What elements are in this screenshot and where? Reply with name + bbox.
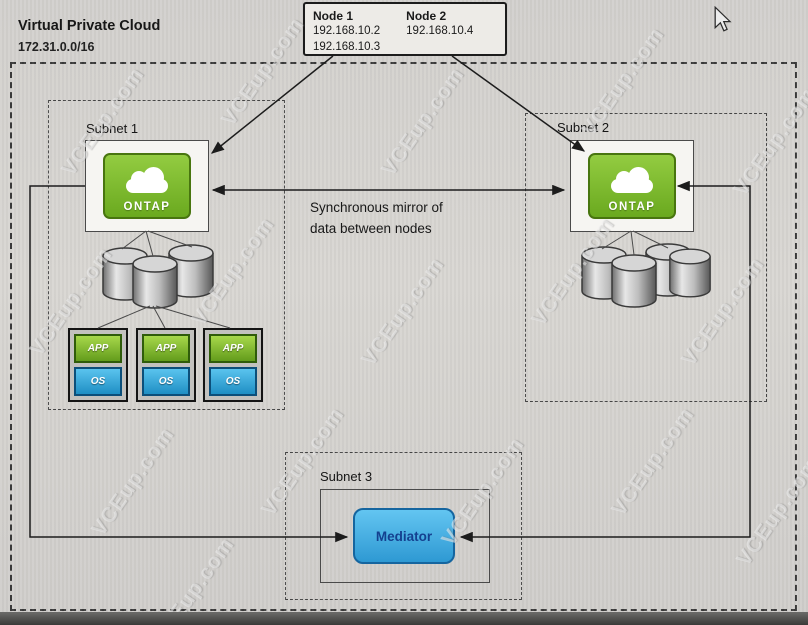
mediator-box: Mediator bbox=[353, 508, 455, 564]
ontap-node1: ONTAP bbox=[85, 140, 209, 232]
node1-ip-2: 192.168.10.3 bbox=[313, 40, 381, 53]
ontap-node2: ONTAP bbox=[570, 140, 694, 232]
subnet1-label: Subnet 1 bbox=[86, 121, 139, 136]
ontap2-label: ONTAP bbox=[608, 201, 656, 213]
node2-label: Node 2 bbox=[406, 9, 447, 23]
subnet2-label: Subnet 2 bbox=[557, 120, 610, 135]
os-chip: OS bbox=[74, 367, 122, 396]
ontap1-chip: ONTAP bbox=[103, 153, 191, 219]
sync-line-1: Synchronous mirror of bbox=[310, 200, 443, 215]
disk-icon bbox=[611, 254, 657, 308]
app-chip: APP bbox=[74, 334, 122, 363]
mouse-cursor-icon bbox=[714, 6, 732, 32]
ontap1-label: ONTAP bbox=[123, 201, 171, 213]
sync-line-2: data between nodes bbox=[310, 220, 432, 236]
node2-column: Node 2 192.168.10.4 bbox=[406, 8, 473, 50]
subnet3-label: Subnet 3 bbox=[320, 469, 373, 484]
app-os-stack: APP OS bbox=[136, 328, 196, 402]
app-os-stack: APP OS bbox=[203, 328, 263, 402]
cloud-icon bbox=[611, 167, 653, 193]
vpc-cidr: 172.31.0.0/16 bbox=[18, 40, 95, 54]
node1-ip-1: 192.168.10.2 bbox=[313, 25, 381, 38]
app-chip: APP bbox=[142, 334, 190, 363]
vpc-boundary bbox=[10, 62, 797, 611]
cloud-icon bbox=[126, 167, 168, 193]
photo-bottom-edge bbox=[0, 612, 808, 625]
os-chip: OS bbox=[142, 367, 190, 396]
ontap2-chip: ONTAP bbox=[588, 153, 676, 219]
node-info-box: Node 1 192.168.10.2 192.168.10.3 Node 2 … bbox=[303, 2, 507, 56]
app-os-stack: APP OS bbox=[68, 328, 128, 402]
app-chip: APP bbox=[209, 334, 257, 363]
sync-mirror-caption: Synchronous mirror of data between nodes bbox=[310, 198, 443, 240]
node2-ip-1: 192.168.10.4 bbox=[406, 25, 474, 38]
node1-label: Node 1 bbox=[313, 9, 354, 23]
os-chip: OS bbox=[209, 367, 257, 396]
node1-column: Node 1 192.168.10.2 192.168.10.3 bbox=[313, 8, 381, 53]
disk-icon bbox=[669, 248, 711, 298]
disk-icon bbox=[132, 255, 178, 309]
vpc-title: Virtual Private Cloud bbox=[18, 18, 161, 34]
